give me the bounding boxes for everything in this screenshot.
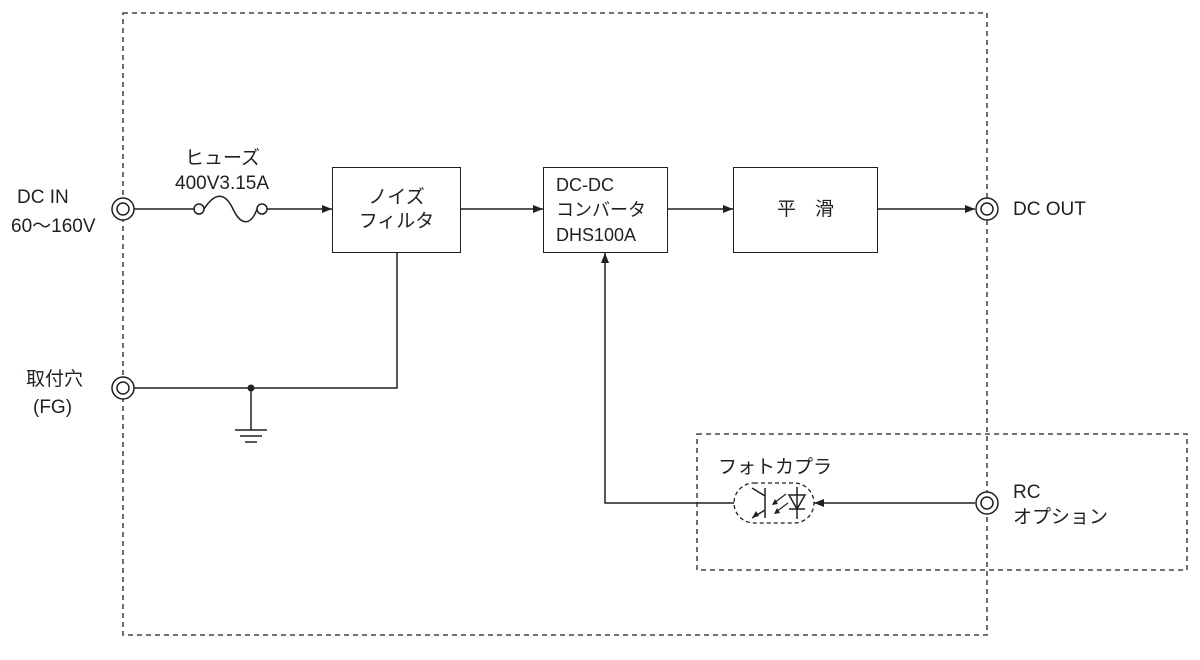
wire-fg bbox=[134, 253, 398, 389]
dc-out-label: DC OUT bbox=[1013, 199, 1086, 220]
rc-option-label: オプション bbox=[1013, 507, 1109, 528]
fuse-symbol bbox=[193, 195, 268, 223]
smoothing-label: 平 滑 bbox=[776, 199, 834, 220]
noise-filter-line1: ノイズ bbox=[368, 187, 425, 208]
rc-label: RC bbox=[1013, 482, 1041, 503]
fuse-label: ヒューズ bbox=[185, 148, 261, 169]
fg-terminal bbox=[111, 376, 135, 400]
noise-filter-line2: フィルタ bbox=[358, 211, 435, 232]
fuse-rating-label: 400V3.15A bbox=[175, 173, 270, 194]
fg-label: 取付穴 bbox=[26, 369, 84, 390]
enclosure-outline bbox=[122, 12, 988, 636]
rc-terminal bbox=[975, 491, 999, 515]
converter-line3: DHS100A bbox=[556, 224, 637, 245]
converter-line2: コンバータ bbox=[556, 199, 646, 220]
dc-out-terminal bbox=[975, 197, 999, 221]
noise-filter-block: ノイズ フィルタ bbox=[332, 167, 461, 253]
dc-in-range-label: 60〜160V bbox=[11, 216, 96, 237]
dc-dc-converter-block: DC-DC コンバータ DHS100A bbox=[543, 167, 668, 253]
converter-line1: DC-DC bbox=[556, 174, 614, 195]
photocoupler-symbol bbox=[733, 482, 815, 524]
wire-coupler-to-converter bbox=[601, 253, 734, 504]
ground-symbol bbox=[235, 429, 267, 443]
dc-in-label: DC IN bbox=[17, 187, 69, 208]
rc-option-outline bbox=[696, 433, 1188, 571]
smoothing-block: 平 滑 bbox=[733, 167, 878, 253]
dc-in-terminal bbox=[111, 197, 135, 221]
photocoupler-label: フォトカプラ bbox=[718, 457, 833, 478]
fg-sub-label: (FG) bbox=[33, 397, 73, 418]
